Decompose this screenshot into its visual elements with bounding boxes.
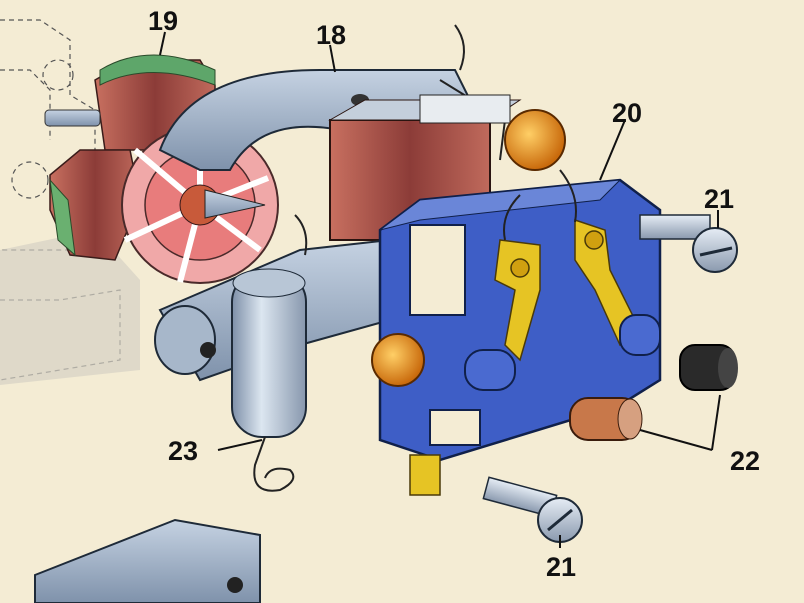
copper-plug — [569, 397, 643, 441]
callout-22: 22 — [730, 446, 761, 476]
callout-18: 18 — [316, 20, 347, 50]
armature-arm — [158, 24, 507, 171]
amber-knob-top — [504, 109, 566, 171]
condenser — [231, 214, 308, 492]
callout-19: 19 — [148, 6, 179, 36]
leader-lines — [159, 31, 721, 548]
bolt-top — [639, 214, 738, 273]
black-cap — [679, 344, 738, 391]
callout-21-top: 21 — [704, 184, 735, 214]
housing-fragment — [34, 518, 261, 603]
callout-23: 23 — [168, 436, 199, 466]
contact-breakers — [409, 169, 641, 496]
inner-cylinders — [464, 314, 661, 391]
callout-21-bottom: 21 — [546, 552, 577, 582]
amber-knob-left — [371, 333, 425, 387]
bolt-bottom — [482, 476, 583, 543]
ghost-housing-shade — [0, 230, 140, 385]
callout-20: 20 — [612, 98, 643, 128]
